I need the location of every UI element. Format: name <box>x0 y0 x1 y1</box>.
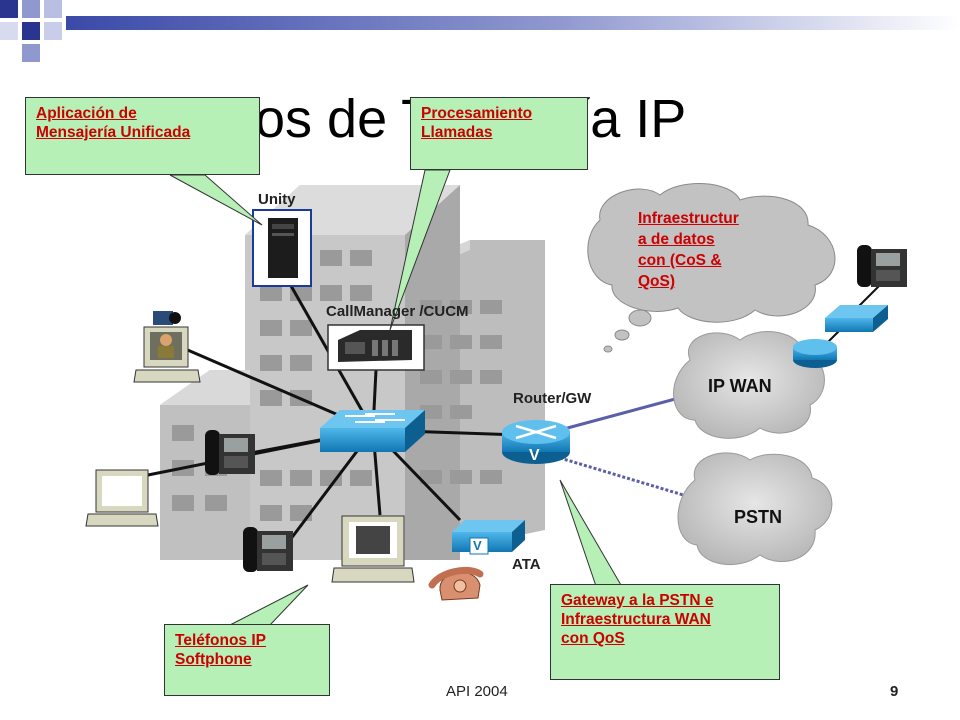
label-ip-wan: IP WAN <box>708 376 772 396</box>
router-gateway-icon: V <box>502 420 570 464</box>
callout-line: Gateway a la PSTN e <box>561 592 714 609</box>
pstn-cloud <box>677 452 833 566</box>
data-infrastructure-thought-cloud <box>587 183 836 353</box>
callout-line: Teléfonos IP <box>175 632 267 649</box>
analog-phone-icon <box>428 567 484 601</box>
pc-icon <box>85 469 159 527</box>
callout-gateway: Gateway a la PSTN e Infraestructura WAN … <box>550 584 780 680</box>
callmanager-server-icon <box>327 324 425 371</box>
cloud-text-line: con (CoS & <box>638 252 722 269</box>
page-number: 9 <box>890 683 899 700</box>
cloud-data-infrastructure-text: Infraestructur a de datos con (CoS & QoS… <box>638 208 739 292</box>
label-ata: ATA <box>512 556 541 573</box>
cloud-text-line: a de datos <box>638 231 715 248</box>
callout-line: Infraestructura WAN <box>561 611 711 628</box>
header-decoration <box>0 0 960 62</box>
callout-messaging-application: Aplicación de Mensajería Unificada <box>25 97 260 175</box>
softphone-pc-icon <box>331 515 415 583</box>
ip-phone-icon <box>205 430 255 475</box>
cloud-text-line: QoS) <box>638 273 676 290</box>
ip-phone-icon <box>857 245 907 287</box>
ip-wan-cloud <box>673 331 825 439</box>
callout-line: Procesamiento <box>421 105 533 122</box>
unity-server-icon <box>252 209 312 287</box>
callout-line: Mensajería Unificada <box>36 124 191 141</box>
svg-text:V: V <box>529 447 540 464</box>
callout-line: Llamadas <box>421 124 493 141</box>
cloud-text-line: Infraestructur <box>638 210 739 227</box>
callout-ip-phones: Teléfonos IP Softphone <box>164 624 330 696</box>
label-unity: Unity <box>258 191 296 208</box>
ip-phone-icon <box>243 527 293 572</box>
ata-badge: V <box>473 538 482 553</box>
footer-text: API 2004 <box>446 683 508 700</box>
callout-line: con QoS <box>561 630 625 647</box>
central-switch-icon <box>320 410 425 452</box>
label-callmanager: CallManager /CUCM <box>326 303 469 320</box>
label-pstn: PSTN <box>734 507 783 527</box>
callout-tails <box>169 169 626 626</box>
remote-router-icon <box>793 339 837 368</box>
ata-adapter-icon <box>452 520 525 555</box>
label-router: Router/GW <box>513 390 592 407</box>
buildings-background <box>160 185 545 560</box>
callout-line: Softphone <box>175 651 252 668</box>
callout-call-processing: Procesamiento Llamadas <box>410 97 588 170</box>
remote-switch-icon <box>825 305 888 332</box>
video-pc-icon <box>133 311 201 383</box>
callout-line: Aplicación de <box>36 105 137 122</box>
